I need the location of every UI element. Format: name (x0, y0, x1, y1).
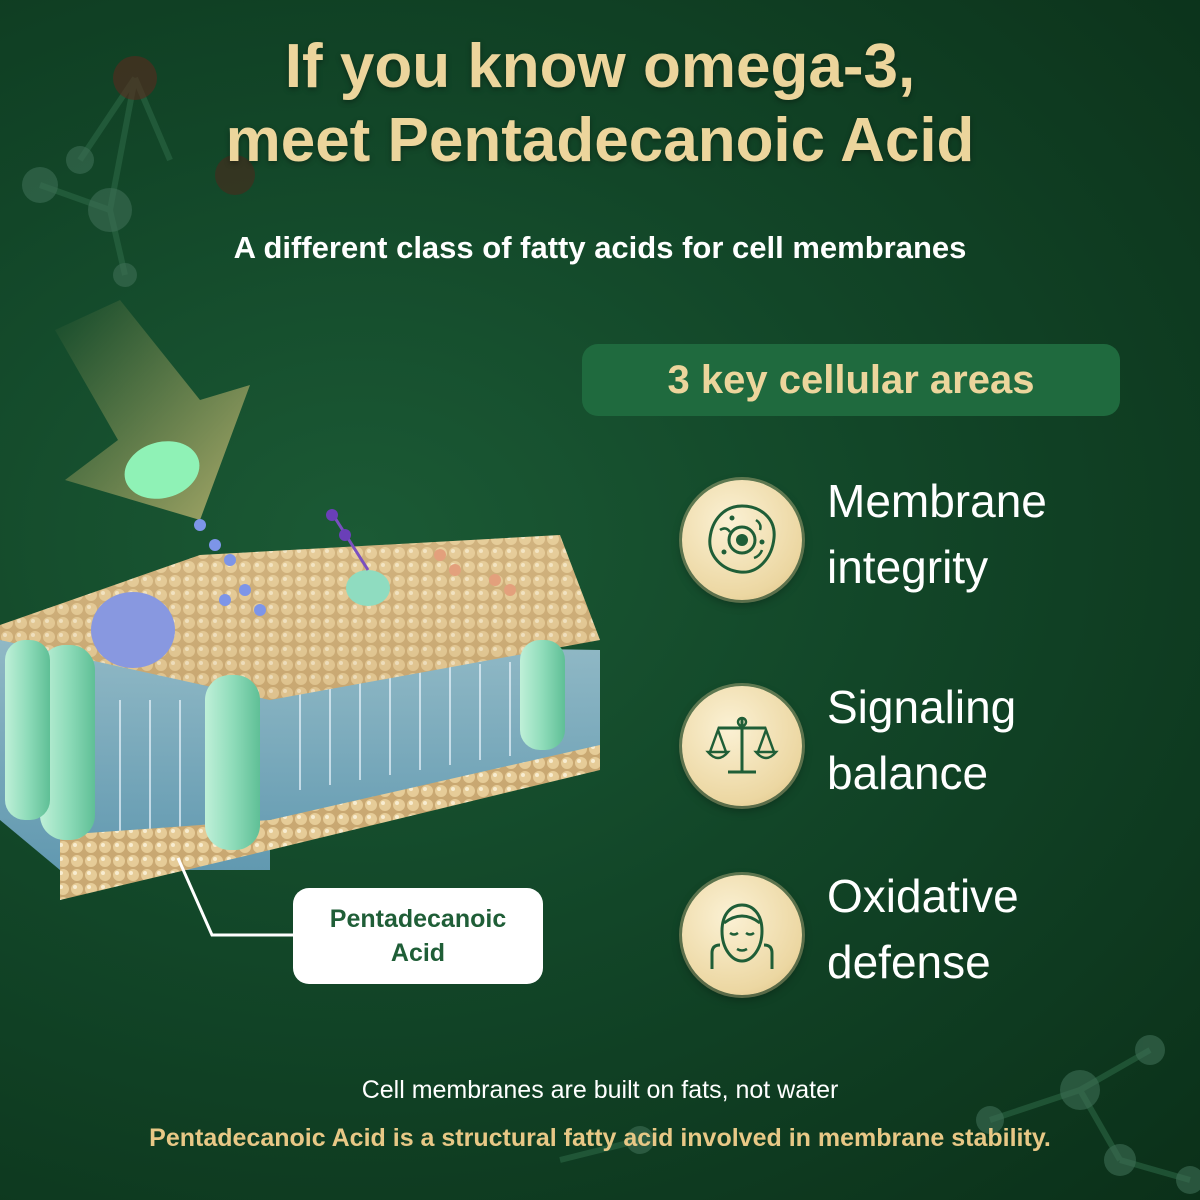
headline: If you know omega-3, meet Pentadecanoic … (0, 30, 1200, 178)
callout-line-2: Acid (390, 939, 446, 967)
cell-icon (682, 480, 802, 600)
benefit-label-line-2: integrity (827, 541, 989, 593)
benefit-label-line-2: defense (827, 936, 991, 988)
benefit-label-line-1: Membrane (827, 475, 1047, 527)
footer-highlight: Pentadecanoic Acid is a structural fatty… (149, 1124, 1051, 1152)
balance-scale-icon (682, 686, 802, 806)
benefit-label-line-2: balance (827, 747, 989, 799)
face-icon (682, 875, 802, 995)
callout-line-1: Pentadecanoic (329, 905, 507, 933)
benefit-label: Membrane integrity (827, 468, 1047, 600)
benefit-label: Signaling balance (827, 674, 1016, 806)
pentadecanoic-acid-callout: Pentadecanoic Acid (293, 888, 543, 984)
footer-statement: Cell membranes are built on fats, not wa… (361, 1076, 839, 1104)
benefit-signaling-balance: Signaling balance (682, 681, 1182, 816)
benefit-membrane-integrity: Membrane integrity (682, 475, 1182, 610)
benefit-label-line-1: Oxidative (827, 870, 1019, 922)
headline-line-1: If you know omega-3, (284, 32, 916, 101)
benefit-oxidative-defense: Oxidative defense (682, 870, 1182, 1005)
key-areas-heading: 3 key cellular areas (582, 344, 1120, 416)
headline-line-2: meet Pentadecanoic Acid (225, 106, 975, 175)
subtitle: A different class of fatty acids for cel… (233, 230, 967, 265)
benefit-label-line-1: Signaling (827, 681, 1017, 733)
benefit-label: Oxidative defense (827, 863, 1019, 995)
